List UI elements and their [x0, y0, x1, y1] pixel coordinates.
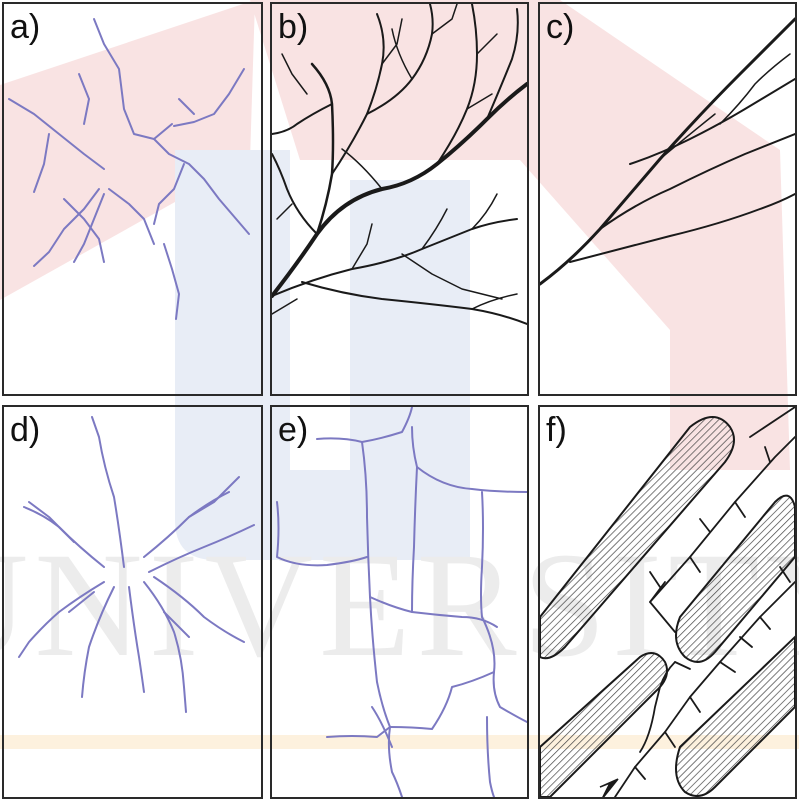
panel-label-d: d) — [10, 413, 40, 447]
panel-label-f: f) — [546, 413, 567, 447]
panel-f: f) — [538, 405, 797, 799]
flow-arrow-icon — [600, 779, 618, 797]
panel-c: c) — [538, 2, 797, 396]
drainage-pattern-d — [4, 407, 261, 797]
panel-label-c: c) — [546, 10, 574, 44]
drainage-pattern-a — [4, 4, 261, 394]
panel-label-b: b) — [278, 10, 308, 44]
drainage-pattern-f — [540, 407, 795, 797]
panel-d: d) — [2, 405, 263, 799]
panel-e: e) — [270, 405, 529, 799]
panel-a: a) — [2, 2, 263, 396]
panel-label-a: a) — [10, 10, 40, 44]
panel-b: b) — [270, 2, 529, 396]
drainage-pattern-e — [272, 407, 527, 797]
drainage-pattern-c — [540, 4, 795, 394]
drainage-pattern-b — [272, 4, 527, 394]
panel-label-e: e) — [278, 413, 308, 447]
